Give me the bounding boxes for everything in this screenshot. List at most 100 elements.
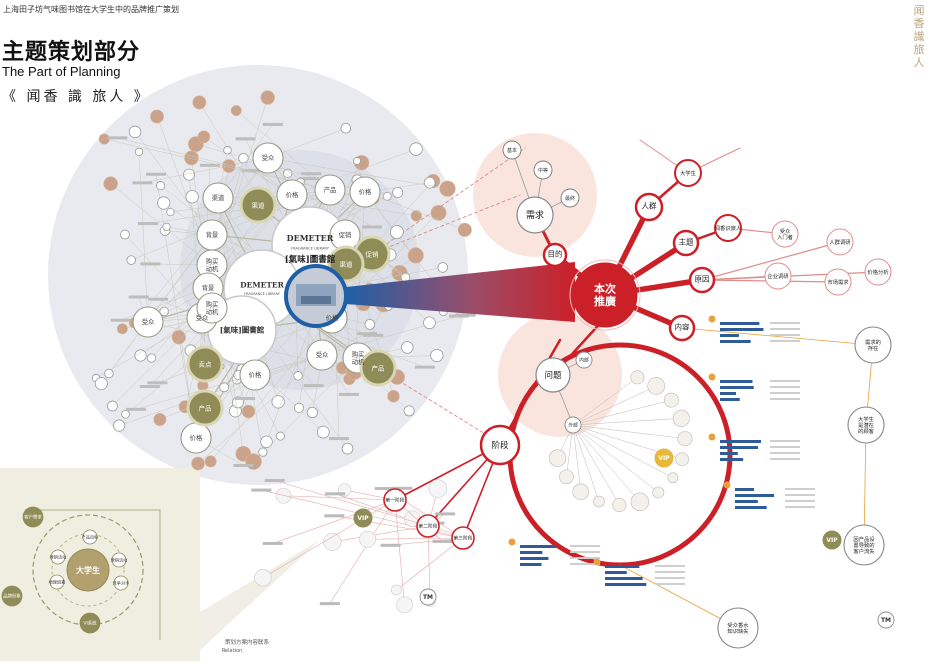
leaf-node [120, 229, 130, 240]
outcome-label: 受众香水知识缺失 [727, 621, 749, 635]
left-olive-label: 渠道 [252, 200, 266, 209]
text-leaf [235, 137, 256, 141]
leaf-node [352, 156, 362, 166]
hub-node [572, 262, 638, 328]
leaf-node [162, 222, 171, 231]
stage-leaf-node [396, 596, 413, 614]
leaf-node [275, 431, 285, 441]
problem-leaf-node [630, 370, 645, 385]
leaf-node [340, 123, 352, 134]
survey-bar [720, 440, 761, 443]
leaf-node [401, 341, 414, 354]
inset-caption-en: Relation [222, 648, 242, 654]
left-leaf-link [364, 191, 466, 231]
inset-node-label: 营销活动 [111, 556, 128, 563]
branch-target-label: 闻香识旅人 [715, 224, 742, 232]
branch-label: 主题 [679, 237, 694, 247]
portrait-thumb [184, 150, 199, 166]
vertical-theme-title: 闻 香 識 旅 人 [912, 4, 926, 69]
survey-marker [708, 433, 716, 441]
left-category-label: 价格 [249, 370, 262, 379]
branch-node [688, 266, 716, 294]
problem-leaf-link [572, 424, 641, 503]
survey-text [770, 380, 800, 382]
left-category-label: 购买动机 [352, 350, 365, 366]
left-leaf-link [291, 194, 417, 217]
survey-text [570, 545, 600, 547]
stage-leaf-link [274, 480, 429, 527]
survey-text [770, 328, 800, 330]
branch-target-node [864, 258, 892, 286]
survey-text [770, 386, 800, 388]
left-category-label: 渠道 [212, 193, 225, 202]
stage-text-leaf [324, 514, 345, 518]
branch-target-label: 市场需求 [827, 278, 849, 286]
vip-badge-label: VIP [357, 515, 369, 522]
survey-text [785, 488, 815, 490]
outcome-link [681, 327, 874, 346]
tm-badge [877, 611, 895, 629]
problem-item-label: 外部 [568, 422, 578, 429]
inset-node [49, 574, 65, 590]
survey-bar [605, 565, 640, 568]
leaf-node [392, 187, 404, 199]
inset-orbit [32, 514, 144, 626]
stage-leaf-link [332, 525, 429, 543]
leaf-node [403, 405, 415, 417]
stage-item-node [451, 526, 475, 550]
problem-item-node [575, 351, 593, 369]
text-leaf [414, 365, 435, 369]
outcome-node [847, 406, 885, 444]
survey-text [770, 440, 800, 442]
problem-leaf-link [572, 424, 581, 493]
problem-leaf-link [572, 424, 686, 439]
problem-leaf-node [612, 497, 627, 513]
survey-text [785, 500, 815, 502]
problem-leaf-link [572, 377, 638, 426]
dashed-link [377, 367, 496, 441]
outcome-node [717, 607, 759, 649]
left-olive-node [186, 345, 224, 383]
text-leaf [448, 314, 469, 318]
leaf-node [94, 377, 108, 391]
portrait-thumb [245, 453, 262, 470]
stage-leaf-link [396, 537, 464, 591]
branch-node [634, 192, 664, 222]
portrait-thumb [457, 222, 472, 237]
portrait-thumb [222, 159, 236, 173]
left-olive-label: 卖点 [199, 360, 213, 368]
problem-leaf-link [572, 385, 657, 426]
inset-center-node [66, 548, 110, 592]
stage-text-leaf [392, 486, 413, 490]
vip-badge-label: VIP [658, 455, 670, 462]
problem-leaf-link [572, 418, 682, 426]
branch-target-label: 价格分析 [867, 268, 889, 276]
stage-leaf-node [391, 584, 402, 596]
text-leaf [329, 437, 350, 441]
survey-text [570, 563, 600, 565]
survey-bar [720, 398, 740, 401]
survey-text [570, 551, 600, 553]
branch-label: 目的 [548, 249, 563, 259]
left-category-node [202, 182, 234, 214]
leaf-node [157, 196, 171, 210]
brand-logo-subtext: FRAGRANCE LIBRARY [244, 292, 281, 296]
left-olive-label: 产品 [372, 363, 385, 372]
vertical-title-char: 識 [913, 30, 925, 43]
leaf-node [166, 207, 175, 217]
leaf-node [430, 348, 444, 363]
leaf-node [437, 262, 449, 273]
left-olive-node [239, 186, 277, 224]
stage-item-label: 第一阶段 [385, 497, 404, 504]
text-leaf [132, 181, 153, 185]
survey-bar [520, 563, 542, 566]
leaf-node [409, 142, 423, 156]
left-category-label: 受众 [142, 317, 155, 326]
left-category-label: 价格 [326, 313, 339, 322]
tm-badge-label: TM [423, 594, 433, 601]
left-olive-label: 促销 [366, 249, 380, 258]
vip-badge-label: VIP [826, 537, 838, 544]
vertical-title-char: 旅 [913, 43, 925, 56]
text-leaf [148, 297, 169, 301]
survey-text [655, 565, 685, 567]
